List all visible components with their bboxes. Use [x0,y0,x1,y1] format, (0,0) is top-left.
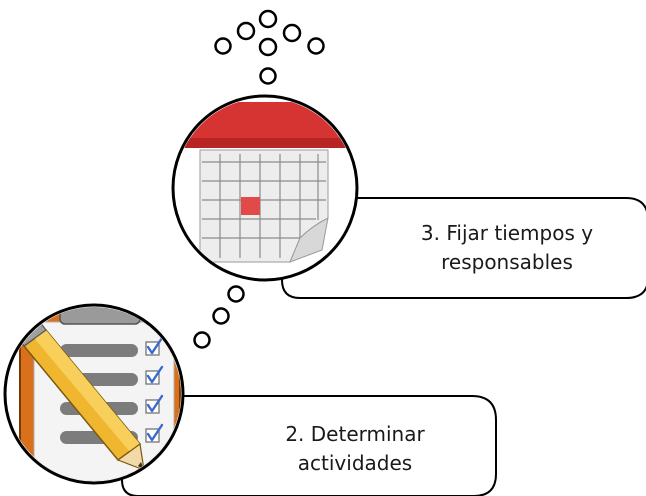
thought-bubbles-top [214,9,325,85]
bubble-circle [214,37,232,55]
step3-line1: Fijar tiempos y [446,221,594,245]
step2-number: 2. [285,422,305,446]
step2-line1: Determinar [310,422,425,446]
step3-line2: responsables [441,250,573,274]
bubble-circle [227,285,245,303]
calendar-highlight-cell [241,197,260,215]
bubble-circle [258,37,278,57]
bubble-circle [258,9,278,29]
step2-label: 2. Determinar actividades [236,420,474,478]
thought-bubbles-middle [193,285,245,349]
step2-line2: actividades [297,451,413,475]
step3-label: 3. Fijar tiempos y responsables [388,219,626,277]
bubble-circle [259,67,277,85]
callout-box-step2 [121,395,497,496]
bubble-circle [193,331,211,349]
callout-box-step3 [281,197,646,299]
bubble-circle [212,307,230,325]
checklist-icon [3,303,185,485]
bubble-circle [307,37,325,55]
bubble-circle [236,21,256,41]
step3-number: 3. [420,221,440,245]
bubble-circle [282,23,302,43]
